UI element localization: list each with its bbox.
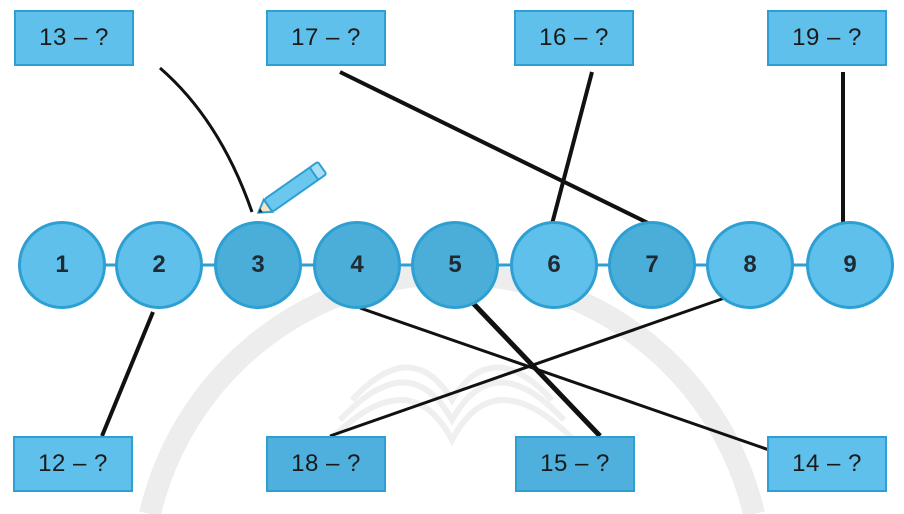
- bead-3-label: 3: [251, 251, 265, 278]
- link-16-to-6: [550, 71, 594, 225]
- bead-9: 9: [806, 221, 894, 309]
- bead-6: 6: [510, 221, 598, 309]
- card-17-label: 17 – ?: [291, 24, 361, 51]
- bead-5-label: 5: [448, 251, 462, 278]
- card-13: 13 – ?: [14, 10, 134, 66]
- bead-8-label: 8: [743, 251, 757, 278]
- pencil-icon: [256, 161, 327, 214]
- bead-1-label: 1: [55, 251, 69, 278]
- card-14: 14 – ?: [767, 436, 887, 492]
- card-16-label: 16 – ?: [539, 24, 609, 51]
- bead-4-label: 4: [350, 251, 364, 278]
- bead-4: 4: [313, 221, 401, 309]
- bead-8: 8: [706, 221, 794, 309]
- card-19-label: 19 – ?: [792, 24, 862, 51]
- bead-2: 2: [115, 221, 203, 309]
- bead-7-label: 7: [645, 251, 659, 278]
- link-12-to-2: [100, 311, 155, 437]
- bead-1: 1: [18, 221, 106, 309]
- card-18: 18 – ?: [266, 436, 386, 492]
- card-16: 16 – ?: [514, 10, 634, 66]
- card-17: 17 – ?: [266, 10, 386, 66]
- bead-7: 7: [608, 221, 696, 309]
- card-12-label: 12 – ?: [38, 450, 108, 477]
- link-14-to-4: [359, 306, 776, 454]
- card-19: 19 – ?: [767, 10, 887, 66]
- bead-2-label: 2: [152, 251, 166, 278]
- card-15-label: 15 – ?: [540, 450, 610, 477]
- card-18-label: 18 – ?: [291, 450, 361, 477]
- card-12: 12 – ?: [13, 436, 133, 492]
- card-15: 15 – ?: [515, 436, 635, 492]
- bead-5: 5: [411, 221, 499, 309]
- link-17-to-7: [339, 70, 651, 226]
- bead-9-label: 9: [843, 251, 857, 278]
- bead-3: 3: [214, 221, 302, 309]
- bead-6-label: 6: [547, 251, 561, 278]
- link-13-to-3: [159, 66, 254, 213]
- card-14-label: 14 – ?: [792, 450, 862, 477]
- card-13-label: 13 – ?: [39, 24, 109, 51]
